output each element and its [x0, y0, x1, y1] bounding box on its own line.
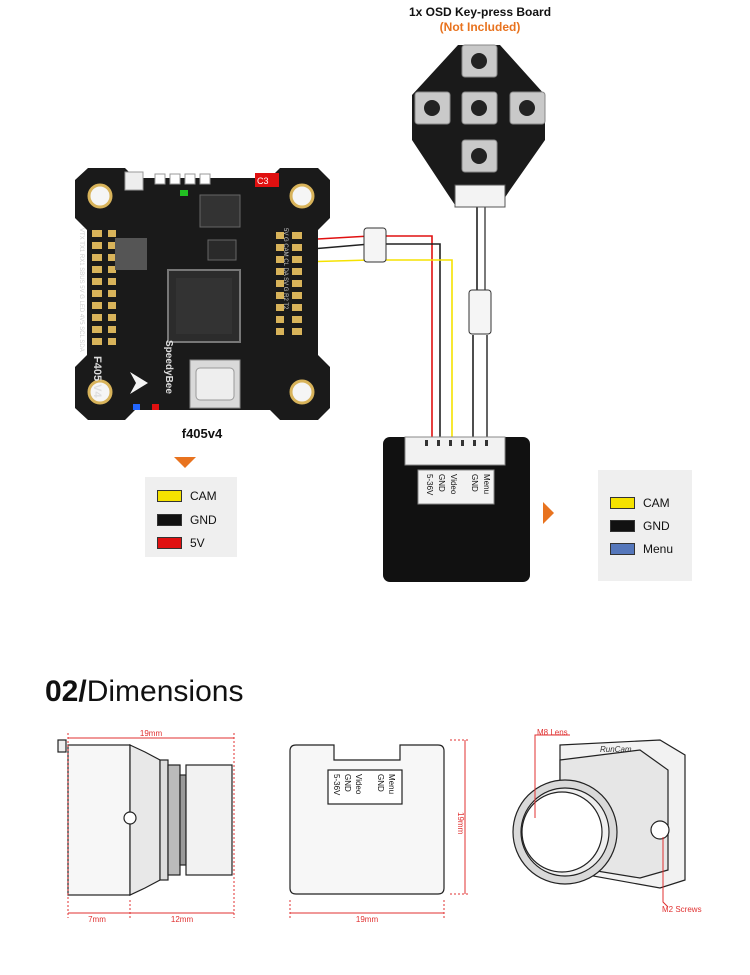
- legend-cam-item-menu: Menu: [610, 542, 673, 556]
- osd-board-subtitle: (Not Included): [439, 20, 521, 34]
- legend-fc-label-5v: 5V: [190, 536, 205, 550]
- dim-side-width: 19mm: [140, 729, 163, 738]
- legend-fc-label-cam: CAM: [190, 489, 217, 503]
- legend-fc-item-cam: CAM: [157, 489, 217, 503]
- camera-perspective-view: [512, 739, 686, 889]
- dim-pin-label-0: 5-36V: [332, 774, 341, 796]
- wiring-diagram: F405 V4 SpeedyBee C3 VTX TX1 RX1 SBUS 5V…: [75, 44, 546, 582]
- camera-pin-label-3: GND: [470, 474, 479, 492]
- perspective-leader-lines: [534, 734, 669, 908]
- dim-lens-label: M8 Lens: [537, 728, 568, 737]
- legend-cam-swatch-menu: [610, 543, 635, 555]
- camera-side-view: [57, 739, 233, 896]
- camera-pin-label-4: Menu: [482, 474, 491, 494]
- legend-cam-swatch-gnd: [610, 520, 635, 532]
- legend-fc-swatch-cam: [157, 490, 182, 502]
- fc-left-pads-text: VTX TX1 RX1 SBUS 5V G LED 4V5 SCL SDA: [78, 228, 84, 352]
- camera-pin-label-1: GND: [437, 474, 446, 492]
- menu-connector: [468, 289, 492, 335]
- camera-back-view: [383, 436, 530, 582]
- section-title: Dimensions: [86, 675, 244, 708]
- flight-controller-board: [75, 168, 330, 420]
- back-dim-lines: [289, 739, 470, 918]
- legend-fc-swatch-5v: [157, 537, 182, 549]
- camera-pin-label-2: Video: [449, 474, 458, 495]
- arrow-down-icon: [174, 457, 196, 468]
- osd-board-title: 1x OSD Key-press Board: [408, 5, 552, 19]
- osd-keypress-board: [412, 44, 546, 208]
- legend-fc: CAM GND 5V: [145, 477, 237, 557]
- camera-pin-label-0: 5-36V: [425, 474, 434, 496]
- dim-side-left: 7mm: [88, 915, 106, 924]
- legend-fc-item-gnd: GND: [157, 513, 217, 527]
- dimensions-drawings: 19mm 7mm 12mm 5-36V GND Video GND Menu 1…: [57, 728, 702, 924]
- legend-cam-label-menu: Menu: [643, 542, 674, 556]
- dim-back-height: 19mm: [456, 812, 465, 835]
- legend-cam-label-cam: CAM: [643, 496, 670, 510]
- legend-cam-label-gnd: GND: [643, 519, 670, 533]
- fc-model-text: F405 V4: [91, 356, 103, 398]
- legend-cam-swatch-cam: [610, 497, 635, 509]
- wire-red: [299, 235, 433, 445]
- dim-pin-label-3: GND: [376, 774, 385, 792]
- side-dim-lines: [67, 733, 235, 918]
- dim-back-width: 19mm: [356, 915, 379, 924]
- legend-fc-item-5v: 5V: [157, 536, 205, 550]
- legend-cam-item-gnd: GND: [610, 519, 670, 533]
- section-heading: 02/Dimensions: [45, 675, 243, 709]
- legend-cam-item-cam: CAM: [610, 496, 670, 510]
- arrow-right-icon: [543, 502, 554, 524]
- wire-black: [299, 243, 441, 445]
- dim-pin-label-2: Video: [354, 774, 363, 795]
- dim-screw-label: M2 Screws: [662, 905, 702, 914]
- dim-pin-label-4: Menu: [387, 774, 396, 794]
- section-number: 02/: [45, 675, 87, 708]
- dim-pin-label-1: GND: [343, 774, 352, 792]
- fc-board-label: f405v4: [181, 426, 223, 441]
- fc-brand-text: SpeedyBee: [163, 340, 174, 394]
- dim-side-right: 12mm: [171, 915, 194, 924]
- fc-c3-label: C3: [257, 176, 269, 186]
- wire-yellow: [299, 259, 453, 445]
- legend-cam: CAM GND Menu: [598, 470, 692, 581]
- camera-back-outline: [289, 744, 445, 895]
- wire-menu: [472, 205, 488, 445]
- fc-right-pads-text: 5V G CAM CL DA SV G R2 T2: [282, 228, 288, 310]
- legend-fc-label-gnd: GND: [190, 513, 217, 527]
- legend-fc-swatch-gnd: [157, 514, 182, 526]
- camera-brand-text: RunCam: [600, 745, 632, 754]
- inline-connector: [363, 227, 387, 263]
